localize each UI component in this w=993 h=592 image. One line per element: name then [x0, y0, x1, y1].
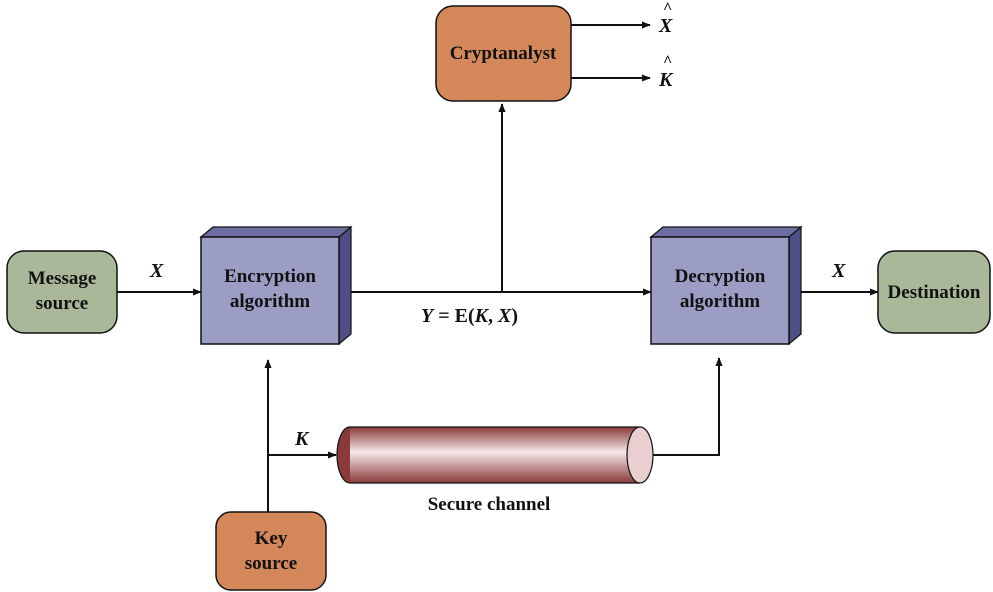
ciphertext-sep: , — [488, 305, 498, 327]
message-source-line1: Message — [28, 268, 97, 289]
secure-channel-label: Secure channel — [428, 494, 551, 515]
ciphertext-y: Y — [421, 305, 435, 327]
ciphertext-suffix: ) — [511, 305, 518, 327]
ciphertext-label: Y = E(K, X) — [421, 305, 518, 327]
ciphertext-k: K — [474, 305, 490, 327]
cryptanalyst-node: Cryptanalyst — [435, 5, 572, 102]
key-label: K — [294, 428, 310, 450]
plaintext-input-label: X — [149, 260, 164, 282]
k-hat-letter: K — [658, 69, 674, 91]
arrow-channel-to-decryption — [640, 357, 723, 456]
key-source-line2: source — [245, 553, 297, 574]
k-hat-mark: ^ — [663, 53, 672, 70]
x-hat-mark: ^ — [663, 0, 672, 17]
encryption-line1: Encryption — [224, 266, 316, 287]
ciphertext-x: X — [497, 305, 512, 327]
destination-node: Destination — [877, 250, 991, 334]
ciphertext-prefix: = E( — [433, 305, 475, 327]
plaintext-output-label: X — [831, 260, 846, 282]
connectors — [117, 21, 879, 512]
message-source-node: Message source — [6, 250, 118, 334]
decryption-node: Decryption algorithm — [649, 225, 803, 346]
key-source-node: Key source — [215, 511, 327, 591]
destination-label: Destination — [888, 282, 981, 303]
encryption-node: Encryption algorithm — [199, 225, 353, 346]
decryption-line1: Decryption — [675, 266, 766, 287]
cryptanalyst-label: Cryptanalyst — [450, 43, 557, 64]
message-source-line2: source — [36, 293, 88, 314]
key-source-line1: Key — [255, 528, 288, 549]
decryption-line2: algorithm — [680, 291, 760, 312]
x-hat-label: ^ X — [658, 0, 673, 37]
encryption-line2: algorithm — [230, 291, 310, 312]
k-hat-label: ^ K — [658, 53, 674, 91]
secure-channel-pipe — [336, 426, 654, 484]
x-hat-letter: X — [658, 15, 673, 37]
